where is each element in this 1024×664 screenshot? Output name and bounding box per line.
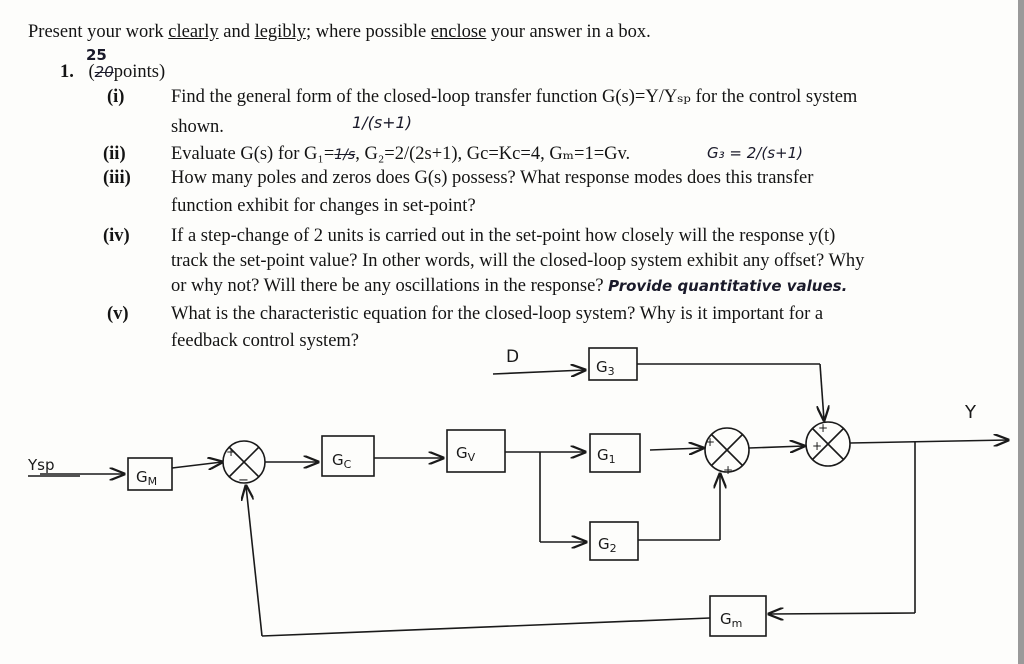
- handwritten-quant: Provide quantitative values.: [608, 277, 848, 295]
- g1-struck: 1/s: [334, 147, 356, 163]
- part-label-iii: (iii): [103, 168, 131, 188]
- part-v-line-2: feedback control system?: [171, 331, 360, 351]
- scan-edge: [1018, 0, 1024, 664]
- instr-text-4: your answer in a box.: [486, 22, 651, 42]
- block-gm-2: [709, 595, 767, 637]
- question-number: 1.: [60, 62, 74, 82]
- part-i-line-2: shown.: [171, 117, 224, 137]
- part-ii-line: Evaluate G(s) for G₁=1/s, G₂=2/(2s+1), G…: [171, 144, 631, 164]
- label-ysp: Ysp: [27, 456, 55, 474]
- sum-junction-3: [805, 421, 851, 467]
- sign-plus-4: +: [818, 421, 828, 435]
- sign-plus-1: +: [226, 445, 236, 459]
- instr-legibly: legibly: [254, 22, 306, 42]
- label-gm-1: GM: [136, 468, 157, 488]
- part-label-v: (v): [107, 304, 129, 324]
- part-label-i: (i): [107, 87, 125, 107]
- label-gm-2: Gm: [720, 610, 742, 630]
- label-y: Y: [964, 402, 977, 423]
- sign-minus-1: −: [238, 473, 249, 488]
- part-iv-line-3: or why not? Will there be any oscillatio…: [171, 276, 848, 296]
- question-heading: 1. (20points): [60, 61, 165, 83]
- instr-clearly: clearly: [168, 22, 219, 42]
- block-gv: [446, 429, 506, 473]
- part-i-line-1: Find the general form of the closed-loop…: [171, 87, 858, 107]
- output-wire: [849, 440, 1008, 443]
- points-open: (: [88, 62, 95, 82]
- instr-text-1: Present your work: [28, 22, 169, 42]
- part-iii-line-2: function exhibit for changes in set-poin…: [171, 196, 476, 216]
- instr-text-2: and: [218, 22, 255, 42]
- part-iv-line-2: track the set-point value? In other word…: [171, 251, 865, 271]
- points-struck: 20: [94, 63, 114, 81]
- part-iv-line-1: If a step-change of 2 units is carried o…: [171, 226, 836, 246]
- instr-enclose: enclose: [430, 22, 487, 42]
- handwritten-points: 25: [86, 46, 107, 64]
- sign-plus-5: +: [812, 439, 822, 453]
- part-label-ii: (ii): [103, 144, 126, 164]
- part-label-iv: (iv): [103, 226, 130, 246]
- points-label: points): [113, 62, 166, 82]
- instructions: Present your work clearly and legibly; w…: [28, 21, 651, 43]
- label-gc: GC: [332, 451, 352, 471]
- sign-plus-3: +: [723, 463, 733, 477]
- block-gc: [321, 435, 375, 477]
- part-iii-line-1: How many poles and zeros does G(s) posse…: [171, 168, 814, 188]
- label-g1: G1: [597, 446, 616, 466]
- label-g2: G2: [598, 535, 617, 555]
- sign-plus-2: +: [705, 435, 715, 449]
- block-g1: [589, 433, 641, 473]
- instr-text-3: ; where possible: [305, 22, 431, 42]
- sum-junction-2: [704, 427, 750, 473]
- handwritten-g3: G₃ = 2/(s+1): [707, 144, 803, 162]
- block-gm-1: [127, 457, 173, 491]
- label-d: D: [506, 347, 519, 367]
- label-g3: G3: [596, 358, 615, 378]
- block-g2: [589, 521, 639, 561]
- handwritten-g1-value: 1/(s+1): [352, 113, 412, 132]
- disturbance-wire: [492, 370, 585, 374]
- label-gv: GV: [456, 444, 476, 464]
- part-v-line-1: What is the characteristic equation for …: [171, 304, 824, 324]
